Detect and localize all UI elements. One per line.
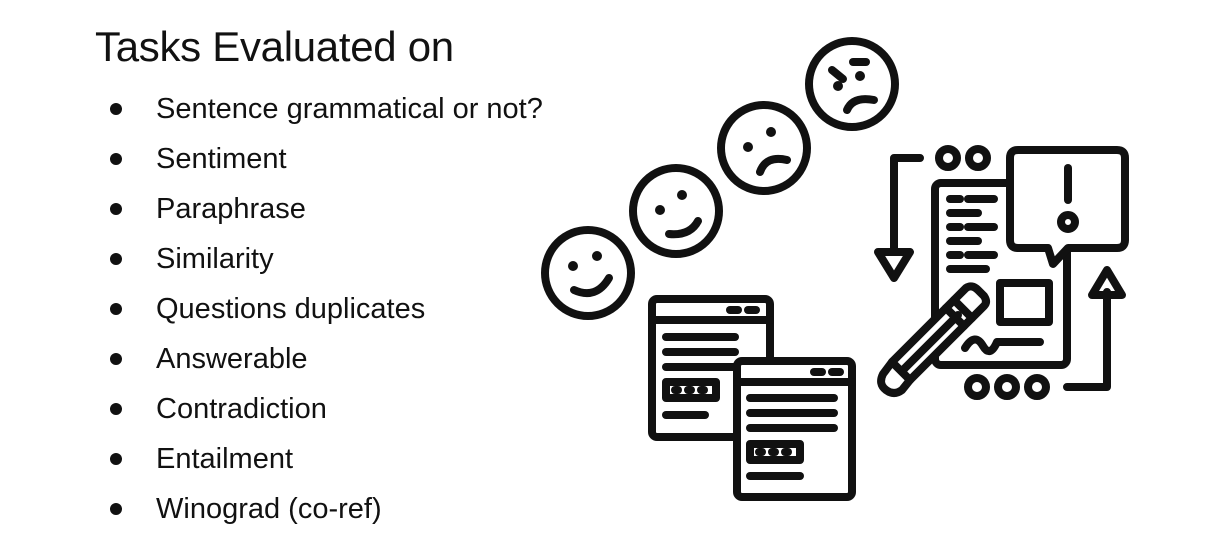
task-label: Paraphrase [156, 193, 306, 225]
bullet-icon [110, 453, 122, 465]
task-item: Paraphrase [110, 184, 543, 234]
smiling-face-icon [629, 164, 723, 258]
bullet-icon [110, 503, 122, 515]
slide-title: Tasks Evaluated on [95, 23, 454, 70]
task-label: Answerable [156, 343, 308, 375]
pencil-icon [877, 282, 990, 397]
task-label: Similarity [156, 243, 274, 275]
task-item: Entailment [110, 434, 543, 484]
task-item: Similarity [110, 234, 543, 284]
bullet-icon [110, 303, 122, 315]
task-label: Winograd (co-ref) [156, 493, 382, 525]
task-item: Contradiction [110, 384, 543, 434]
bullet-icon [110, 403, 122, 415]
happy-face-icon [541, 226, 635, 320]
task-label: Entailment [156, 443, 294, 475]
task-item: Winograd (co-ref) [110, 484, 543, 534]
sentiment-evaluation-illustration [541, 37, 1129, 501]
sad-face-icon [717, 101, 811, 195]
task-label: Contradiction [156, 393, 327, 425]
bullet-icon [110, 153, 122, 165]
task-label: Sentiment [156, 143, 287, 175]
task-label: Questions duplicates [156, 293, 426, 325]
workflow-arrows [874, 145, 1126, 400]
bullet-icon [110, 203, 122, 215]
exclamation-speech-bubble-icon [1006, 146, 1129, 268]
task-item: Sentence grammatical or not? [110, 84, 543, 134]
task-label: Sentence grammatical or not? [156, 93, 543, 125]
document-window-icon [733, 357, 856, 501]
task-item: Answerable [110, 334, 543, 384]
bullet-icon [110, 353, 122, 365]
task-item: Questions duplicates [110, 284, 543, 334]
task-item: Sentiment [110, 134, 543, 184]
bullet-icon [110, 103, 122, 115]
task-list: Sentence grammatical or not? Sentiment P… [110, 84, 543, 534]
angry-face-icon [805, 37, 899, 131]
bullet-icon [110, 253, 122, 265]
